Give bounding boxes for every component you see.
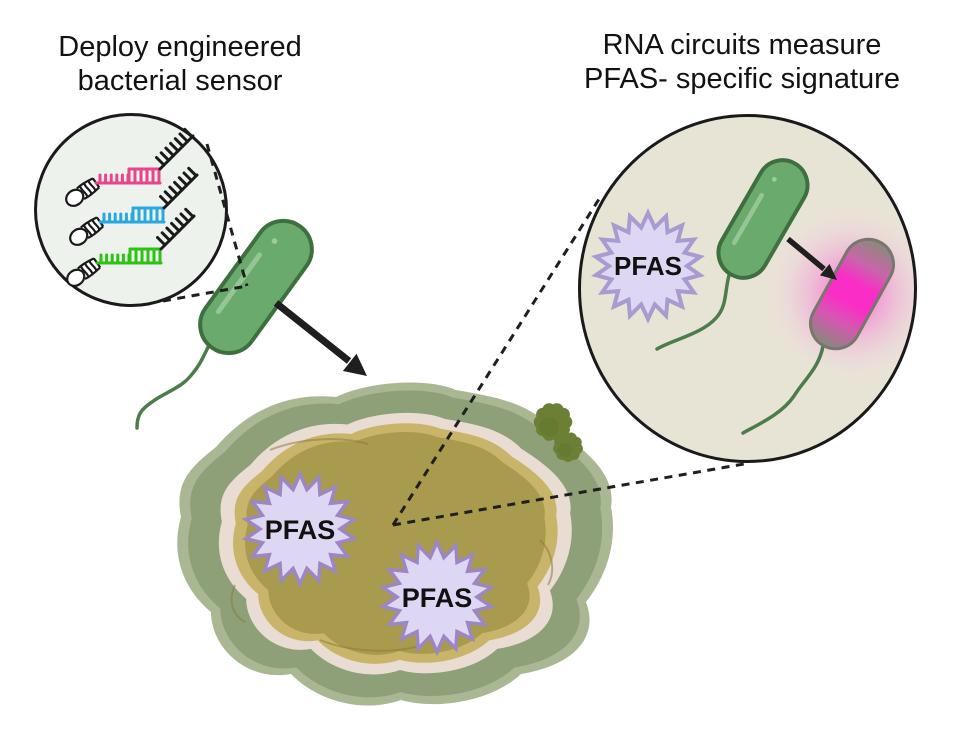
bushes [533,403,583,463]
starburst-icon [241,469,359,589]
arrow-head [342,353,367,376]
pfas-label: PFAS [614,251,682,281]
pond-ripples [230,438,554,652]
arrow-shaft [786,236,826,272]
deploy-arrow [273,300,367,376]
callout-lines-right [391,195,745,527]
flagellum [741,344,825,435]
right-title-line1: RNA circuits measure [602,29,882,61]
pfas-starburst-pond-1: PFAS [241,469,359,589]
bush-texture [557,443,573,457]
bush-texture [539,417,559,438]
bacterium-body [809,237,895,351]
callout-line [392,462,745,527]
right-title-line2: PFAS- specific signature [584,63,900,95]
bacterium-highlight [215,252,263,315]
starburst-icon [378,537,496,657]
pond [177,382,614,706]
bacterium-highlight [731,192,764,246]
bacterium-highlight-dot [771,176,777,182]
pfas-label: PFAS [402,583,473,613]
inset-circle [34,113,228,307]
sensor-inset [34,113,228,307]
pfas-label: PFAS [265,515,336,545]
inset-circle-border [578,114,917,463]
left-title-line1: Deploy engineered [58,31,302,63]
pfas-starburst-inset: PFAS [591,208,705,324]
callout-line [391,195,603,526]
arrow-shaft [273,300,352,364]
reporter-bacterium [809,237,895,351]
reporter-inset: PFAS [578,114,917,463]
bacterium-highlight-dot [271,238,278,244]
right-title: RNA circuits measure PFAS- specific sign… [540,28,944,96]
arrow-head [819,264,837,280]
callout-line [205,143,249,287]
signal-arrow [786,236,837,280]
left-title-line2: bacterial sensor [77,65,283,97]
pfas-starburst-pond-2: PFAS [378,537,496,657]
flagellum [135,338,214,430]
flagellum [655,270,732,351]
starburst-icon [591,208,705,324]
callout-lines-left [162,143,249,303]
left-title: Deploy engineered bacterial sensor [20,30,340,98]
